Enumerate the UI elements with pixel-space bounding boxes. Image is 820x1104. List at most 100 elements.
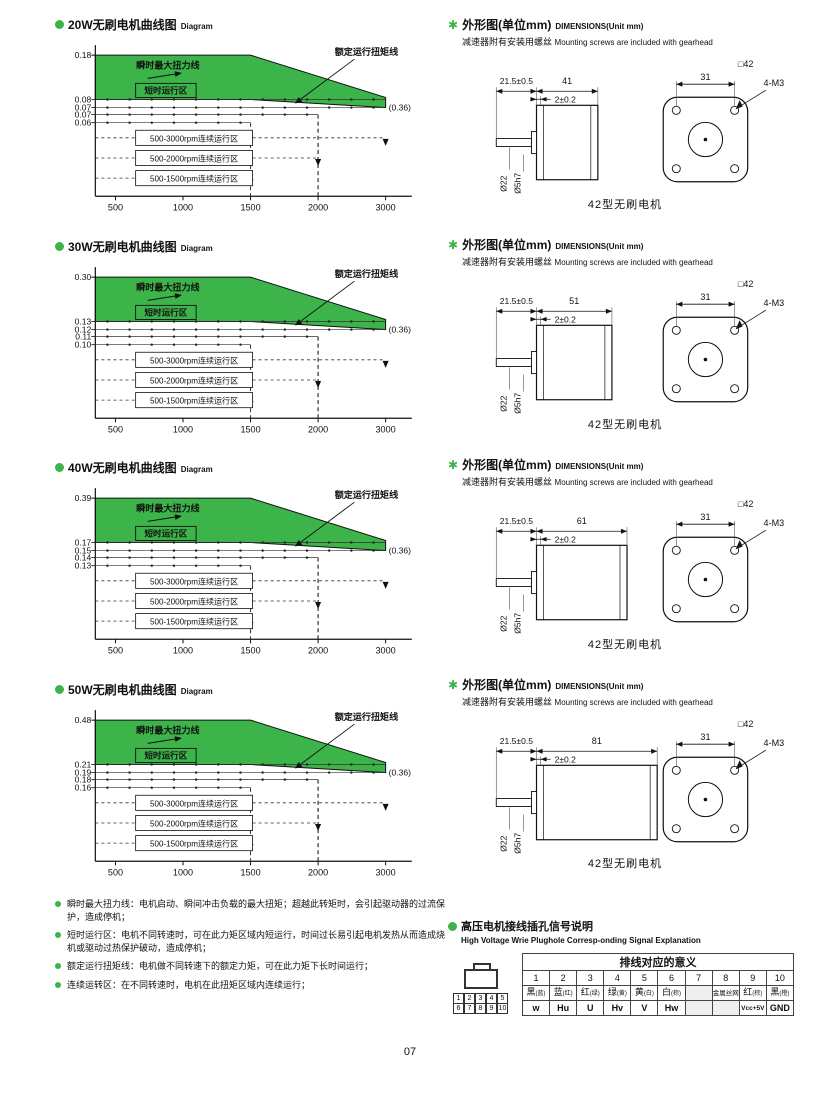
wiring-title-row: 高压电机接线插孔信号说明 bbox=[448, 918, 804, 934]
zone-label: 500-1500rpm连续运行区 bbox=[150, 395, 238, 405]
arrowhead bbox=[382, 138, 389, 146]
wire-color-alt: (棕) bbox=[752, 991, 763, 997]
flower-bullet-icon: ✱ bbox=[448, 457, 459, 472]
zone-label: 500-3000rpm连续运行区 bbox=[150, 576, 238, 586]
connector-pin: 6 bbox=[453, 1002, 464, 1014]
pin-number-cell: 5 bbox=[630, 970, 659, 986]
dimension-block-4: ✱ 外形图(单位mm) DIMENSIONS(Unit mm) 减速器附有安装用… bbox=[448, 676, 802, 872]
pin-number-cell: 3 bbox=[576, 970, 605, 986]
zone-label: 500-2000rpm连续运行区 bbox=[150, 818, 238, 828]
dim-bolt-spacing: 31 bbox=[700, 72, 710, 82]
chart-title-row: 30W无刷电机曲线图 Diagram bbox=[55, 238, 433, 255]
dim-square: □42 bbox=[738, 279, 754, 289]
chart-title: 50W无刷电机曲线图 bbox=[68, 682, 177, 697]
right-annotation: (0.36) bbox=[389, 546, 411, 556]
motor-body bbox=[535, 764, 658, 840]
wire-color-cell bbox=[684, 985, 713, 1001]
note-item: 额定运行扭矩线：电机做不同转速下的额定力矩，可在此力矩下长时间运行； bbox=[55, 960, 445, 973]
wire-color-cell: 黄(白) bbox=[630, 985, 659, 1001]
dim-holes: 4-M3 bbox=[764, 78, 785, 88]
zone-label: 500-2000rpm连续运行区 bbox=[150, 375, 238, 385]
zone-label-box bbox=[135, 170, 253, 187]
arrowhead bbox=[530, 528, 537, 534]
motor-shaft bbox=[495, 138, 532, 147]
pilot-boss bbox=[531, 131, 537, 155]
dim-square: □42 bbox=[738, 719, 754, 729]
peak-torque-label: 瞬时最大扭力线 bbox=[136, 502, 199, 513]
pilot-boss bbox=[531, 570, 537, 594]
dim-body-length: 81 bbox=[592, 736, 602, 746]
wire-color-main: 红 bbox=[580, 987, 590, 997]
dim-shaft-length: 21.5±0.5 bbox=[500, 736, 533, 746]
pin-number-cell: 2 bbox=[549, 970, 578, 986]
dim-shaft-length: 21.5±0.5 bbox=[500, 516, 533, 526]
arrowhead bbox=[728, 741, 735, 747]
pin-number-cell: 10 bbox=[765, 970, 795, 986]
dim-shaft-diameter: Ø5h7 bbox=[512, 173, 522, 194]
dimension-title: 外形图(单位mm) bbox=[462, 18, 552, 32]
note-item: 瞬时最大扭力线：电机启动、瞬间冲击负载的最大扭矩；超越此转矩时，会引起驱动器的过… bbox=[55, 898, 445, 923]
arrowhead bbox=[728, 81, 735, 87]
wire-color-main: 蓝 bbox=[553, 987, 563, 997]
mounting-note-cn: 减速器附有安装用螺丝 bbox=[462, 696, 553, 707]
arrowhead bbox=[728, 301, 735, 307]
x-tick: 500 bbox=[108, 867, 123, 877]
y-tick: 0.14 bbox=[75, 553, 92, 563]
dimension-title-en: DIMENSIONS(Unit mm) bbox=[555, 241, 644, 251]
signal-cell: GND bbox=[765, 1000, 795, 1016]
dim-face: 2±0.2 bbox=[555, 314, 577, 324]
signal-cell: Vcc+5V bbox=[738, 1000, 767, 1016]
zone-label-box bbox=[135, 572, 253, 589]
dimension-title-row: ✱ 外形图(单位mm) DIMENSIONS(Unit mm) bbox=[448, 676, 802, 693]
page-number: 07 bbox=[403, 1046, 417, 1058]
arrowhead bbox=[530, 308, 537, 314]
chart-title-row: 50W无刷电机曲线图 Diagram bbox=[55, 681, 433, 698]
dimension-title-en: DIMENSIONS(Unit mm) bbox=[555, 681, 644, 691]
mounting-note-cn: 减速器附有安装用螺丝 bbox=[462, 476, 553, 487]
green-dot-icon bbox=[448, 921, 457, 931]
x-tick: 1500 bbox=[240, 424, 260, 434]
wiring-title-en: High Voltage Wrie Plughole Corresp-ondin… bbox=[461, 936, 701, 945]
mounting-hole bbox=[730, 823, 740, 833]
short-zone-label: 短时运行区 bbox=[145, 84, 188, 95]
pin-number-cell: 8 bbox=[711, 970, 740, 986]
wiring-title: 高压电机接线插孔信号说明 bbox=[461, 921, 593, 933]
arrowhead bbox=[540, 756, 547, 762]
short-zone-label: 短时运行区 bbox=[145, 306, 188, 317]
motor-body bbox=[535, 324, 613, 401]
mounting-note: 减速器附有安装用螺丝 Mounting screws are included … bbox=[462, 475, 802, 488]
note-text: 额定运行扭矩线：电机做不同转速下的额定力矩，可在此力矩下长时间运行； bbox=[67, 961, 374, 971]
pin-number-cell: 4 bbox=[603, 970, 632, 986]
zone-label-box bbox=[135, 593, 253, 609]
arrowhead bbox=[735, 320, 743, 330]
arrowhead bbox=[735, 100, 743, 110]
arrowhead bbox=[591, 88, 598, 94]
y-tick: 0.07 bbox=[75, 103, 92, 113]
green-dot-icon bbox=[55, 463, 64, 473]
short-zone-label: 短时运行区 bbox=[145, 528, 188, 539]
arrowhead bbox=[530, 756, 537, 762]
note-text: 连续运转区：在不同转速时，电机在此扭矩区域内连续运行； bbox=[67, 979, 311, 990]
wire-color-main: 黑 bbox=[770, 987, 780, 997]
connector-pin: 8 bbox=[475, 1002, 486, 1014]
zone-label: 500-1500rpm连续运行区 bbox=[150, 174, 238, 184]
dimension-block-3: ✱ 外形图(单位mm) DIMENSIONS(Unit mm) 减速器附有安装用… bbox=[448, 456, 802, 652]
mounting-hole bbox=[671, 105, 681, 115]
mounting-note: 减速器附有安装用螺丝 Mounting screws are included … bbox=[462, 35, 802, 48]
arrowhead bbox=[174, 292, 183, 299]
arrowhead bbox=[294, 761, 303, 769]
wire-color-main: 黄 bbox=[634, 987, 644, 997]
note-text: 瞬时最大扭力线：电机启动、瞬间冲击负载的最大扭矩；超越此转矩时，会引起驱动器的过… bbox=[67, 899, 446, 922]
y-tick: 0.13 bbox=[75, 316, 92, 326]
chart-title-row: 20W无刷电机曲线图 Diagram bbox=[55, 16, 433, 33]
pin-number-cell: 7 bbox=[684, 970, 713, 986]
arrowhead bbox=[536, 308, 543, 314]
wire-color-alt: (白) bbox=[643, 991, 654, 997]
mounting-hole bbox=[671, 164, 681, 174]
